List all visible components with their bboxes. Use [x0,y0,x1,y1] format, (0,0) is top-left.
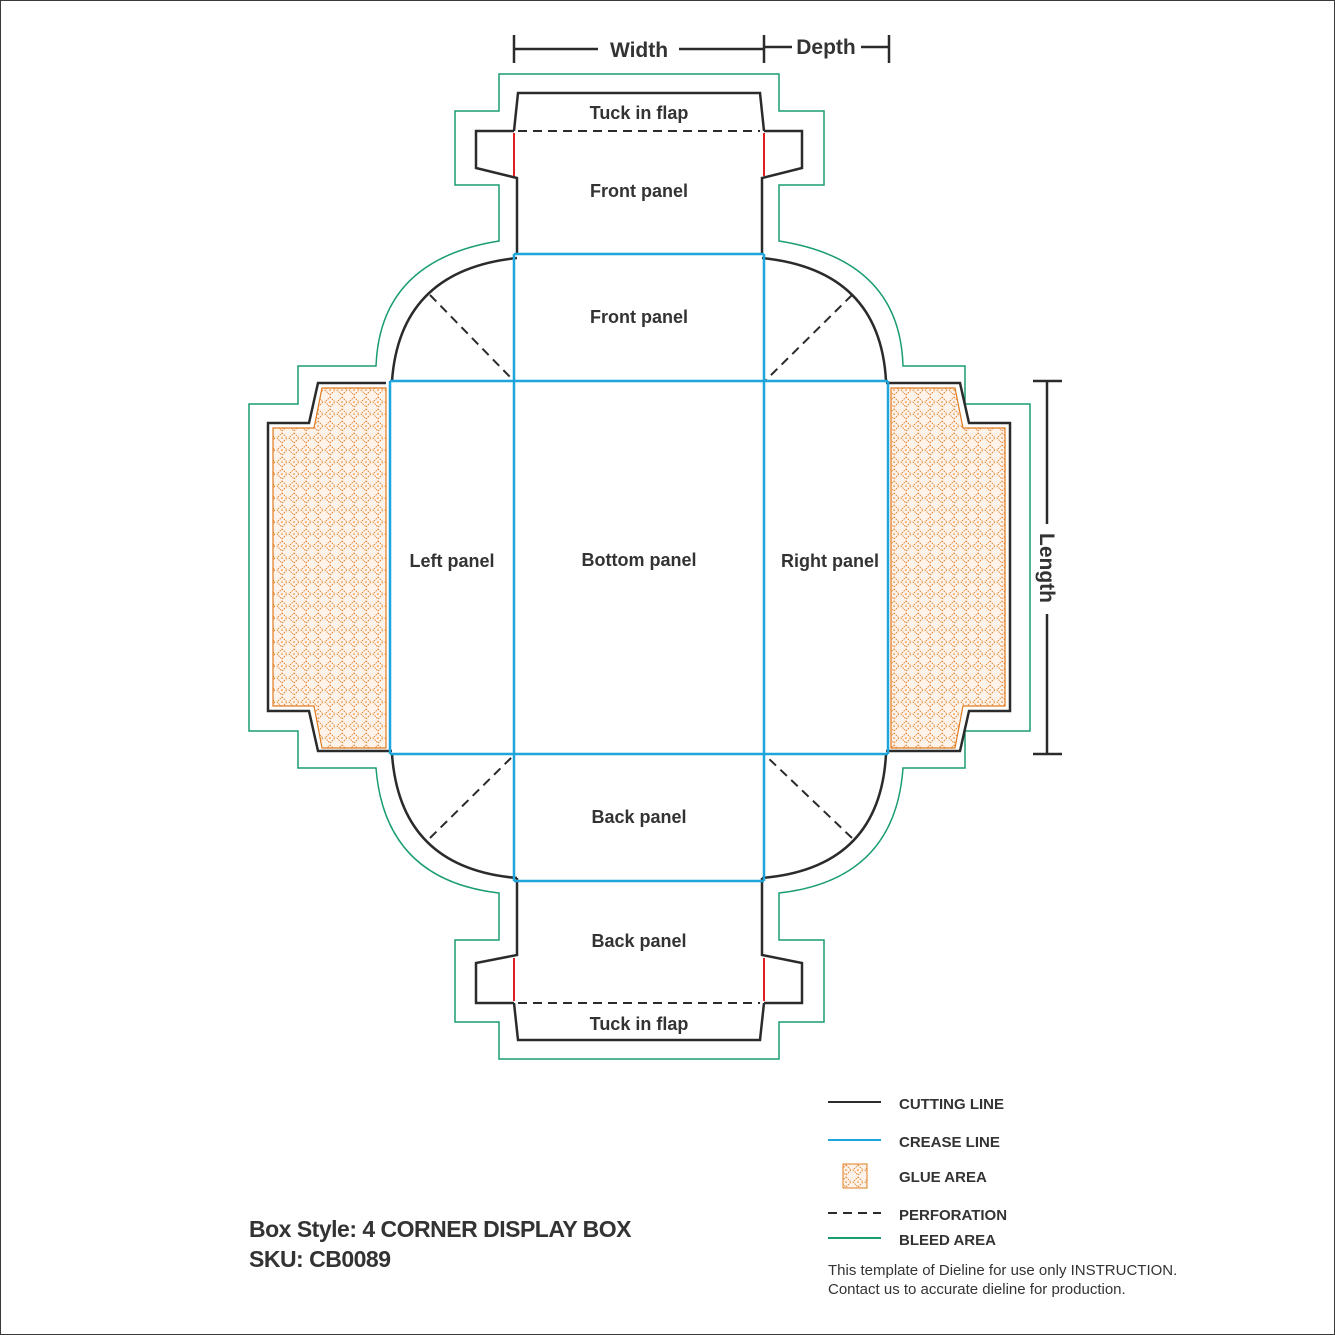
panel-label-back-inner: Back panel [591,807,686,827]
glue-area-right [890,387,1006,749]
legend-label-bleed: BLEED AREA [899,1232,996,1249]
dimension-width [512,35,891,63]
panel-label-tuck-bottom: Tuck in flap [590,1014,689,1034]
dimension-width-label: Width [610,39,668,62]
panel-label-back-outer: Back panel [591,931,686,951]
note-line-2: Contact us to accurate dieline for produ… [828,1281,1126,1298]
legend-label-crease: CREASE LINE [899,1134,1000,1151]
legend-label-cutting: CUTTING LINE [899,1096,1004,1113]
panel-label-left: Left panel [409,551,494,571]
perforation-lines [429,130,853,1004]
bleed-outline [248,73,1031,1060]
panel-label-tuck-top: Tuck in flap [590,103,689,123]
legend-label-perforation: PERFORATION [899,1207,1007,1224]
glue-area-left [272,387,387,749]
dimension-depth-label: Depth [796,36,856,59]
note-line-1: This template of Dieline for use only IN… [828,1262,1178,1279]
panel-label-front-outer: Front panel [590,181,688,201]
legend-label-glue: GLUE AREA [899,1169,987,1186]
dimension-length-label: Length [1035,533,1058,603]
legend-swatch-glue [842,1163,868,1189]
panel-label-bottom: Bottom panel [582,550,697,570]
panel-label-right: Right panel [781,551,879,571]
legend: CUTTING LINE CREASE LINE GLUE AREA PERFO… [828,1096,1007,1249]
cutting-lines [266,91,1012,1042]
crease-lines [388,252,890,883]
dimension-length [1033,379,1062,756]
tuck-edges [513,133,765,1001]
panel-label-front-inner: Front panel [590,307,688,327]
box-style-title: Box Style: 4 CORNER DISPLAY BOX [249,1216,632,1242]
sku-label: SKU: CB0089 [249,1246,391,1272]
